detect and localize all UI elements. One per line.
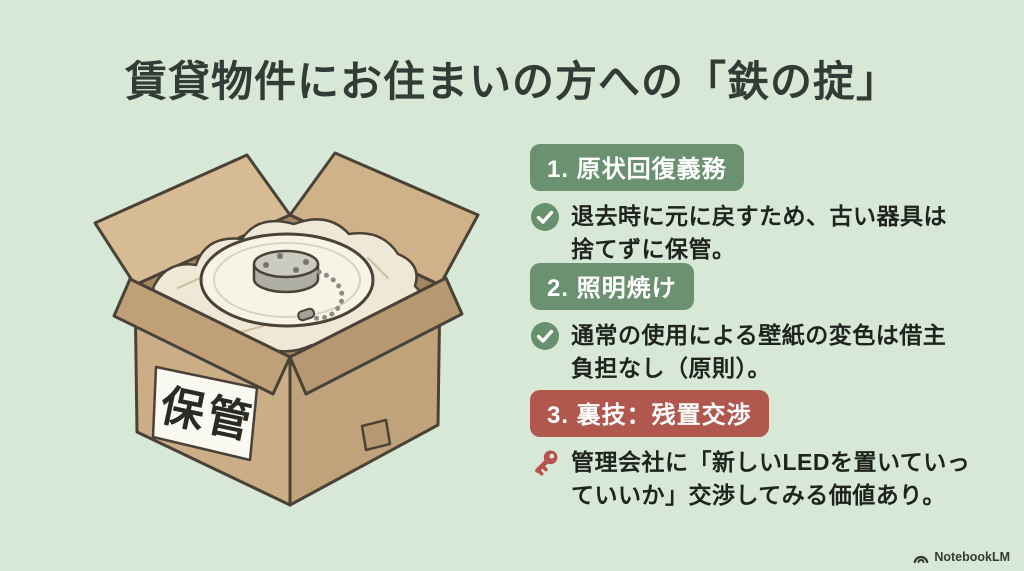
- pull-chain: [304, 269, 345, 321]
- watermark: NotebookLM: [913, 550, 1010, 564]
- page-title: 賃貸物件にお住まいの方への「鉄の掟」: [124, 58, 899, 105]
- check-icon: [531, 322, 559, 350]
- check-icon: [531, 203, 559, 231]
- pull-chain-tip: [297, 307, 316, 322]
- box-handle-mark: [360, 418, 392, 452]
- paper-crease: [177, 257, 389, 334]
- section-1-text: 退去時に元に戻すため、古い器具は 捨てずに保管。: [571, 203, 947, 262]
- section-restoration-duty: 1. 原状回復義務 退去時に元に戻すため、古い器具は 捨てずに保管。: [530, 144, 980, 266]
- watermark-text: NotebookLM: [934, 550, 1010, 564]
- notebooklm-logo-icon: [913, 555, 929, 563]
- storage-box-illustration: 保管: [93, 151, 480, 507]
- box-label: [151, 365, 259, 462]
- box-front-right-flap: [288, 276, 464, 396]
- section-3-badge: 3. 裏技：残置交渉: [530, 390, 769, 437]
- key-icon: [535, 450, 558, 476]
- light-puck-top: [252, 249, 320, 279]
- section-3-text: 管理会社に「新しいLEDを置いていっ ていいか」交渉してみる価値あり。: [571, 449, 971, 508]
- box-front-left-flap: [112, 277, 292, 396]
- ceiling-light-rim: [213, 242, 361, 318]
- puck-screws: [263, 253, 309, 273]
- section-negotiation-trick: 3. 裏技：残置交渉 管理会社に「新しいLEDを置いていっ ていいか」交渉してみ…: [530, 390, 980, 512]
- section-2-badge: 2. 照明焼け: [530, 263, 694, 310]
- section-light-burn: 2. 照明焼け 通常の使用による壁紙の変色は借主 負担なし（原則）。: [530, 263, 980, 385]
- section-2-text: 通常の使用による壁紙の変色は借主 負担なし（原則）。: [571, 322, 947, 381]
- section-1-badge: 1. 原状回復義務: [530, 144, 744, 191]
